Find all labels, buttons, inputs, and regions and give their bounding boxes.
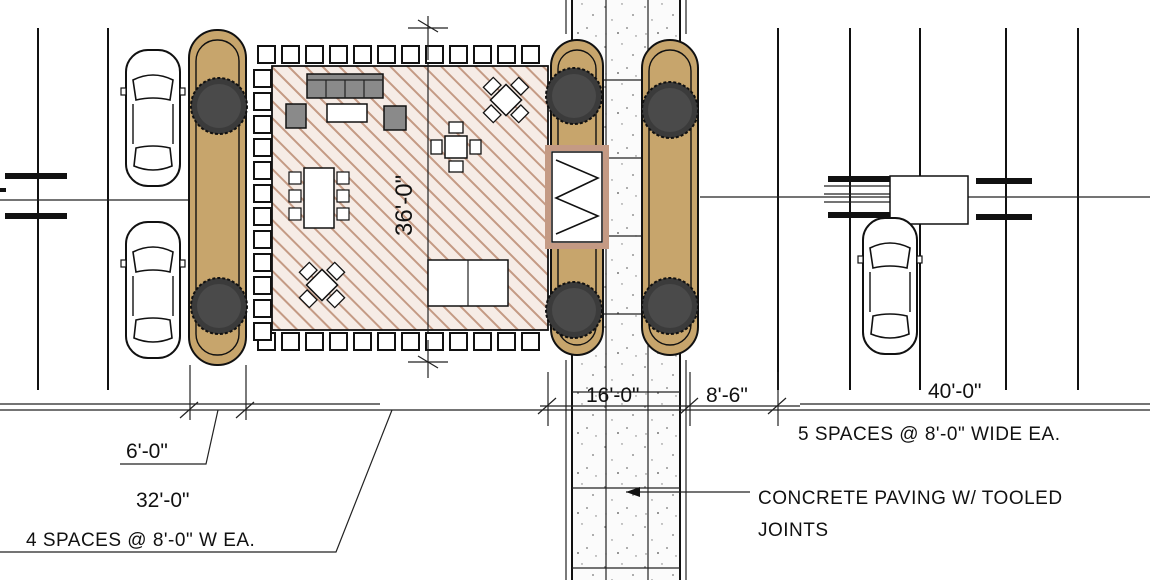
parked-car (857, 217, 923, 355)
left-length-dimension: 32'-0" (136, 489, 190, 512)
perimeter-post (425, 45, 444, 64)
tree (190, 277, 248, 335)
perimeter-post (305, 332, 324, 351)
left-spaces-note: 4 SPACES @ 8'-0" W EA. (26, 530, 255, 551)
perimeter-post (377, 45, 396, 64)
dimension-lines (0, 365, 1150, 553)
perimeter-post (257, 45, 276, 64)
lane-dimension: 8'-6" (706, 384, 748, 407)
tree (545, 281, 603, 339)
perimeter-post (329, 332, 348, 351)
perimeter-post (377, 332, 396, 351)
perimeter-post (253, 276, 272, 295)
right-length-dimension: 40'-0" (928, 380, 982, 403)
perimeter-post (353, 332, 372, 351)
park-width-label: 36'-0" (391, 175, 418, 236)
platform-bench (427, 259, 509, 307)
lounge-chair (285, 103, 307, 129)
perimeter-post (253, 253, 272, 272)
tree (641, 277, 699, 335)
perimeter-post (401, 45, 420, 64)
perimeter-post (449, 332, 468, 351)
lounge-sofa (306, 73, 384, 99)
perimeter-post (253, 299, 272, 318)
paving-note-line1: CONCRETE PAVING W/ TOOLED (758, 488, 1063, 509)
perimeter-post (329, 45, 348, 64)
perimeter-post (449, 45, 468, 64)
perimeter-post (253, 138, 272, 157)
perimeter-post (353, 45, 372, 64)
perimeter-post (253, 69, 272, 88)
coffee-table (326, 103, 368, 123)
dining-table (288, 167, 350, 229)
parked-car (120, 221, 186, 359)
lane-markings (0, 173, 1032, 225)
perimeter-post (521, 332, 540, 351)
perimeter-post (401, 332, 420, 351)
tree (641, 81, 699, 139)
parked-car (120, 49, 186, 187)
perimeter-post (253, 92, 272, 111)
perimeter-post (253, 207, 272, 226)
perimeter-post (425, 332, 444, 351)
perimeter-post (281, 332, 300, 351)
perimeter-post (497, 332, 516, 351)
perimeter-post (497, 45, 516, 64)
walk-width-dimension: 16'-0" (586, 384, 640, 407)
buffer-dimension: 6'-0" (126, 440, 168, 463)
perimeter-post (253, 230, 272, 249)
deck-dimension-marks (408, 16, 448, 378)
perimeter-post (253, 161, 272, 180)
perimeter-post (253, 115, 272, 134)
perimeter-post (521, 45, 540, 64)
perimeter-post (473, 45, 492, 64)
lounge-chair (383, 105, 407, 131)
perimeter-post (253, 322, 272, 341)
deck-perimeter-posts (253, 45, 540, 351)
tree (190, 77, 248, 135)
tree (545, 67, 603, 125)
perimeter-post (473, 332, 492, 351)
perimeter-post (305, 45, 324, 64)
paving-note-line2: JOINTS (758, 520, 829, 541)
right-spaces-note: 5 SPACES @ 8'-0" WIDE EA. (798, 424, 1061, 445)
perimeter-post (281, 45, 300, 64)
perimeter-post (253, 184, 272, 203)
